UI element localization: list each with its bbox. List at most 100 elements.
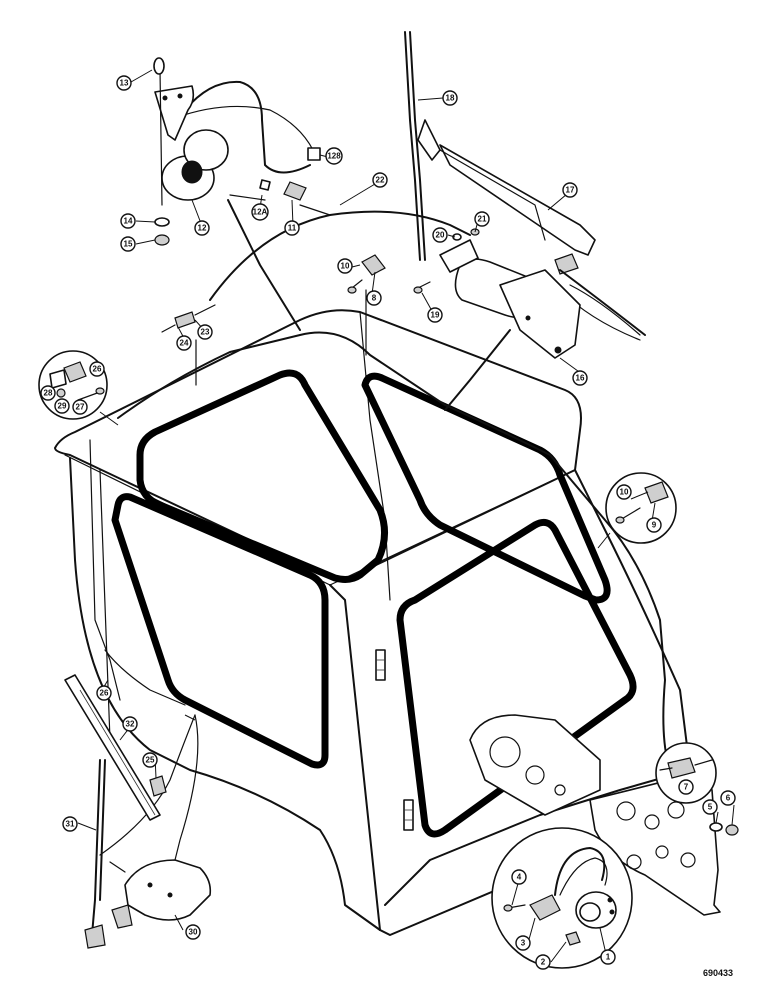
callout-32: 32 [122, 716, 138, 732]
callout-text: 3 [521, 939, 526, 948]
gauge-hole-3 [554, 784, 566, 796]
callout-text: 19 [431, 311, 440, 320]
left-wiper-cable-2 [174, 714, 199, 861]
switch-wire-loop [554, 847, 606, 896]
callout-text: 5 [708, 803, 713, 812]
nut-29 [56, 388, 66, 398]
wiper-motor-shaft [554, 253, 579, 275]
callout-text: 10 [341, 262, 350, 271]
screw-10-head [347, 286, 357, 294]
horn-diaphragm [181, 160, 203, 184]
callout-16: 16 [572, 370, 588, 386]
callout-labels: 13128221817141512A1112212010819162423262… [40, 75, 736, 970]
callout-text: 20 [436, 231, 445, 240]
instrument-bracket [469, 714, 721, 916]
harness-left-to-rear [104, 649, 186, 706]
callout-1: 1 [600, 949, 616, 965]
wire-12a [229, 194, 331, 216]
callout-10: 10 [337, 258, 353, 274]
callout-text: 29 [58, 402, 67, 411]
wiper-arm-31-b [99, 759, 106, 901]
cab-front-pillar [329, 584, 381, 931]
wire-to-horn [227, 199, 301, 331]
clip-28 [49, 369, 67, 389]
horn-assembly [153, 57, 321, 246]
bracket-hole-6 [680, 852, 696, 868]
nut-15 [154, 234, 170, 246]
callout-text: 22 [376, 176, 385, 185]
horn-cable [184, 80, 311, 174]
callout-text: 11 [288, 224, 297, 233]
callout-text: 17 [566, 186, 575, 195]
cab-inner-corner [359, 311, 391, 601]
callout-text: 30 [189, 928, 198, 937]
callout-4: 4 [511, 869, 527, 885]
callout-text: 32 [126, 720, 135, 729]
gauge-hole-2 [525, 765, 545, 785]
callout-text: 28 [44, 389, 53, 398]
callout-28: 28 [40, 385, 56, 401]
rear-wiper-wire [569, 284, 641, 336]
motor-cable [444, 329, 511, 411]
washer-14 [154, 217, 170, 227]
wiper-arm-17-line [439, 149, 546, 241]
callout-24: 24 [176, 335, 192, 351]
drawing-number: 690433 [703, 968, 734, 978]
callout-6: 6 [720, 790, 736, 806]
nut-6 [725, 824, 739, 836]
rear-wiper [404, 31, 646, 359]
switch-wire-loop-2 [559, 857, 608, 896]
callout-21: 21 [474, 211, 490, 227]
screw-19-head [413, 286, 423, 294]
inset-connector-7 [655, 742, 717, 804]
callout-text: 7 [684, 783, 689, 792]
inset-clip-10-9 [597, 472, 677, 549]
wiper-arm-17 [439, 144, 596, 256]
inset-switch-assembly [491, 827, 633, 969]
clip-group-23-24 [161, 304, 216, 386]
callout-18: 18 [442, 90, 458, 106]
callout-text: 12 [198, 224, 207, 233]
horn-bell-ring [183, 129, 229, 171]
callout-text: 21 [478, 215, 487, 224]
callout-text: 10 [620, 488, 629, 497]
callout-15: 15 [120, 236, 136, 252]
wiper-motor-30-cap [111, 904, 133, 929]
washer-5 [709, 822, 723, 832]
callout-text: 25 [146, 756, 155, 765]
dash-panel [469, 714, 601, 816]
callout-128: 128 [325, 147, 343, 165]
wiper-blade-18-mount [417, 119, 441, 161]
callout-text: 1 [606, 953, 611, 962]
callout-text: 2 [541, 958, 546, 967]
callout-11: 11 [284, 220, 300, 236]
callout-text: 27 [76, 403, 85, 412]
callout-20: 20 [432, 227, 448, 243]
roof-clip-group-1 [347, 254, 386, 356]
callout-text: 15 [124, 240, 133, 249]
left-wiper-cable [99, 714, 196, 856]
connector-23 [174, 311, 196, 329]
callout-29: 29 [54, 398, 70, 414]
callout-13: 13 [116, 75, 132, 91]
wiring-harness [89, 80, 671, 861]
cab-lower-front [379, 879, 521, 936]
cable-to-motor [559, 269, 646, 336]
callout-12A: 12A [251, 203, 269, 221]
callout-text: 8 [372, 294, 377, 303]
callout-text: 4 [517, 873, 522, 882]
callout-19: 19 [427, 307, 443, 323]
callout-text: 6 [726, 794, 731, 803]
callout-14: 14 [120, 213, 136, 229]
callout-25: 25 [142, 752, 158, 768]
motor-mount-plate [439, 239, 479, 273]
callout-26: 26 [89, 361, 105, 377]
gauge-hole-1 [489, 736, 521, 768]
callout-text: 9 [652, 521, 657, 530]
callout-text: 13 [120, 79, 129, 88]
harness-left-drop [89, 439, 121, 701]
callout-7: 7 [678, 779, 694, 795]
callout-text: 23 [201, 328, 210, 337]
callout-27: 27 [72, 399, 88, 415]
wiper-arm-31 [91, 759, 101, 936]
